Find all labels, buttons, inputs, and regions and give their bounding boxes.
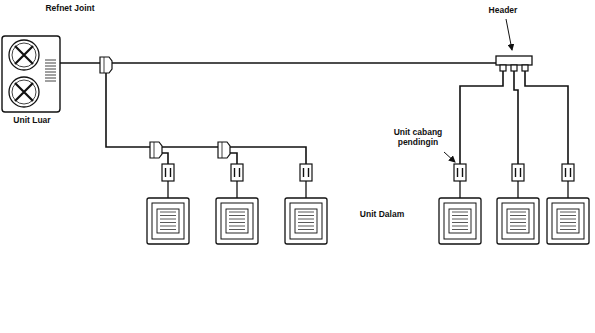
branch-unit xyxy=(162,164,174,181)
refrigerant-pipe xyxy=(459,181,460,198)
branch-unit xyxy=(512,164,524,181)
part-label: Unit cabang pendingin xyxy=(388,128,448,148)
refrigerant-pipe xyxy=(112,62,497,64)
branch-unit xyxy=(562,164,574,181)
header-manifold xyxy=(496,56,532,71)
indoor-unit xyxy=(285,198,327,244)
outdoor-unit xyxy=(2,36,60,112)
refrigerant-pipe xyxy=(514,70,518,164)
refrigerant-pipe xyxy=(460,70,503,164)
refrigerant-pipe xyxy=(525,70,568,164)
refnet-joint xyxy=(218,142,230,158)
indoor-unit xyxy=(497,198,539,244)
leader-arrow xyxy=(506,19,512,50)
refrigerant-pipe xyxy=(230,147,306,164)
indoor-unit xyxy=(147,198,189,244)
refrigerant-pipe xyxy=(567,181,568,198)
branch-unit xyxy=(300,164,312,181)
part-label: Header xyxy=(478,6,528,16)
refnet-joint xyxy=(100,57,112,73)
leader-arrow xyxy=(444,152,455,162)
refrigerant-pipe xyxy=(167,181,168,198)
refrigerant-pipe xyxy=(236,181,237,198)
indoor-unit xyxy=(439,198,481,244)
unit-label: Unit Luar xyxy=(0,116,64,126)
indoor-unit xyxy=(547,198,589,244)
refrigerant-pipe xyxy=(305,181,306,198)
branch-unit xyxy=(454,164,466,181)
part-label: Refnet Joint xyxy=(30,4,110,14)
branch-unit xyxy=(231,164,243,181)
refnet-joint xyxy=(150,142,162,158)
part-label: Unit Dalam xyxy=(352,210,412,220)
outdoor-unit-node: Unit Luar xyxy=(0,34,64,128)
indoor-unit xyxy=(216,198,258,244)
refrigerant-pipe xyxy=(106,72,150,147)
refrigerant-pipe xyxy=(517,181,518,198)
refrigerant-pipe xyxy=(60,62,100,64)
refrigerant-pipe xyxy=(162,146,218,148)
